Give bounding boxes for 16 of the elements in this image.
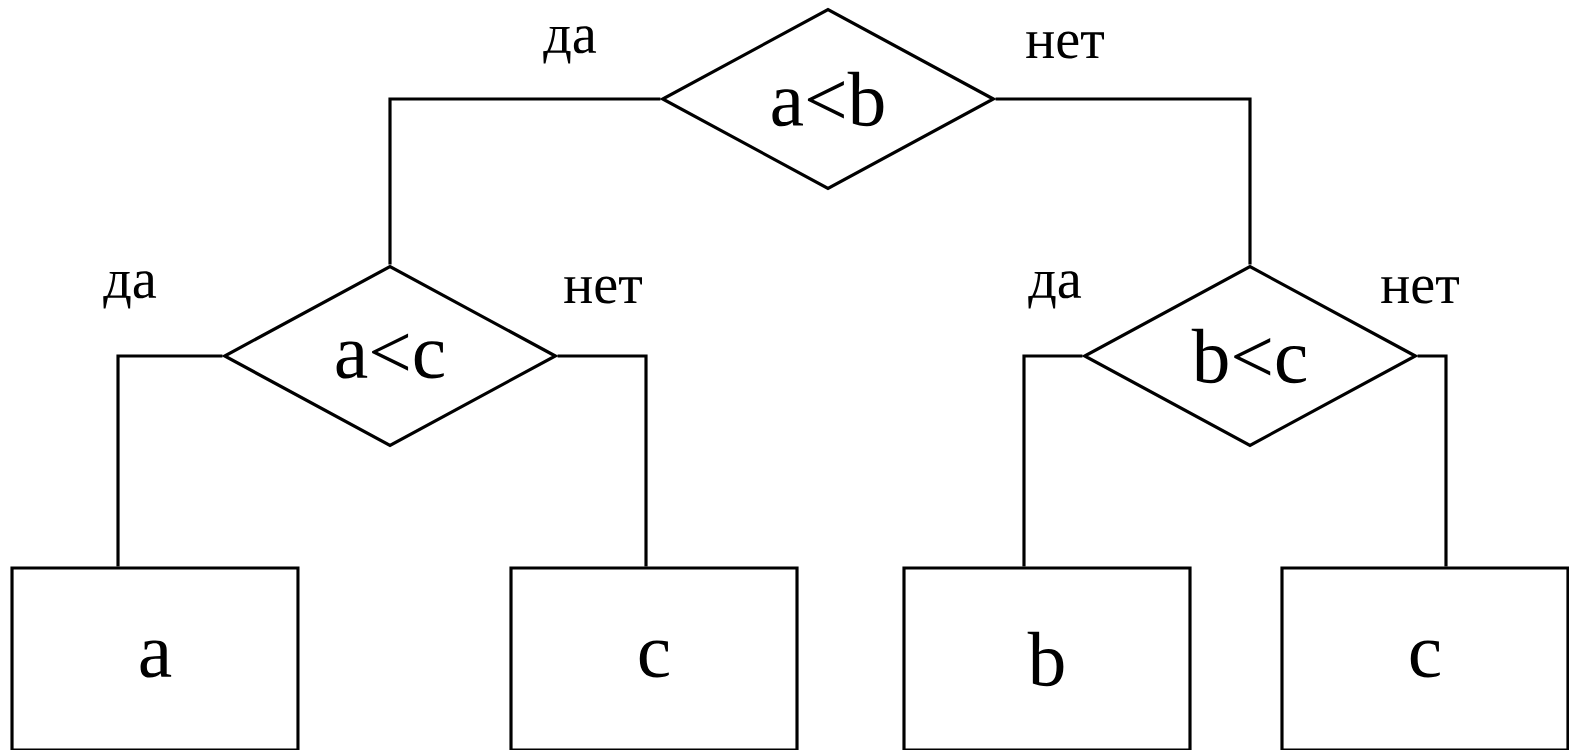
edge-label: нет (1381, 276, 1459, 304)
connector-line (1417, 354, 1448, 567)
connector-line (388, 97, 661, 265)
result-box: c (509, 566, 799, 750)
edge-label: нет (1026, 31, 1104, 59)
edge-label: нет (564, 276, 642, 304)
edge-label: да (103, 271, 157, 309)
edge-label: да (1028, 271, 1082, 309)
connector-line (557, 354, 648, 567)
connector-line (1022, 354, 1083, 567)
result-box: a (10, 566, 300, 750)
result-box: c (1280, 566, 1569, 750)
result-box: b (902, 566, 1192, 750)
connector-line (995, 97, 1252, 265)
edge-label: да (543, 26, 597, 64)
connector-line (116, 354, 223, 567)
